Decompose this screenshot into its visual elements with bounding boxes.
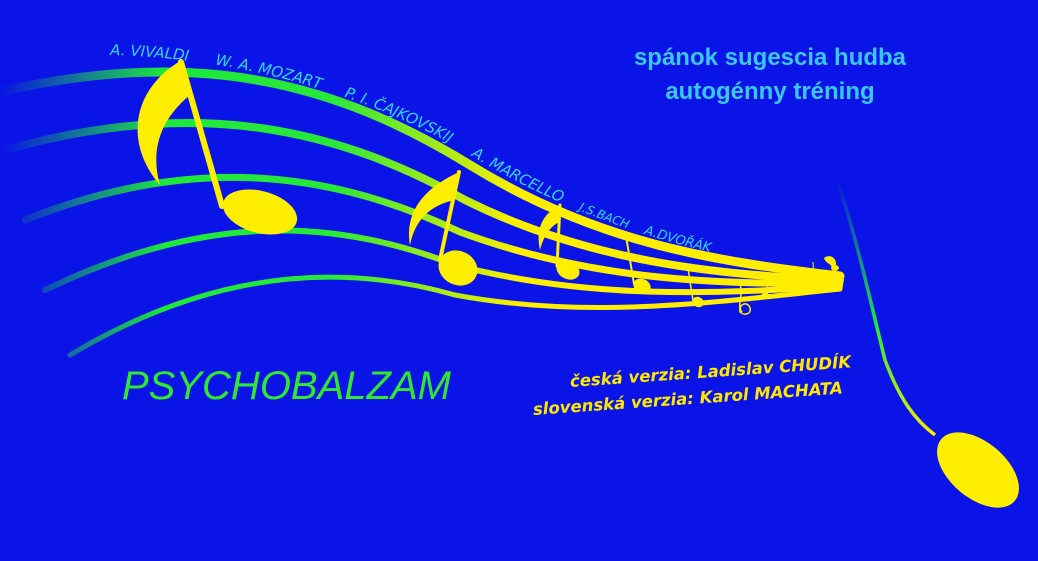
- album-title: PSYCHOBALZAM: [122, 364, 451, 408]
- quarter-note-icon: [625, 235, 651, 294]
- tail-note-icon: [834, 177, 1019, 508]
- staff-line-5: [67, 274, 843, 358]
- subtitle-line-2: autogénny tréning: [665, 78, 875, 105]
- staff-line-3: [21, 173, 844, 287]
- subtitle: spánok sugescia hudba autogénny tréning: [590, 44, 950, 106]
- composer-vivaldi: A. VIVALDI: [109, 41, 191, 65]
- subtitle-line-1: spánok sugescia hudba: [633, 44, 907, 71]
- eighth-note-icon: [137, 59, 298, 235]
- music-notes: [137, 59, 1019, 508]
- treble-clef-icon: [737, 281, 752, 315]
- quarter-note-icon: [687, 267, 704, 308]
- small-note-icon: [761, 256, 839, 299]
- composer-cajkovskij: P. I. ČAJKOVSKIJ: [343, 83, 457, 146]
- staff-line-1: [0, 67, 845, 281]
- eighth-note-icon: [538, 203, 580, 280]
- eighth-note-icon: [409, 170, 478, 286]
